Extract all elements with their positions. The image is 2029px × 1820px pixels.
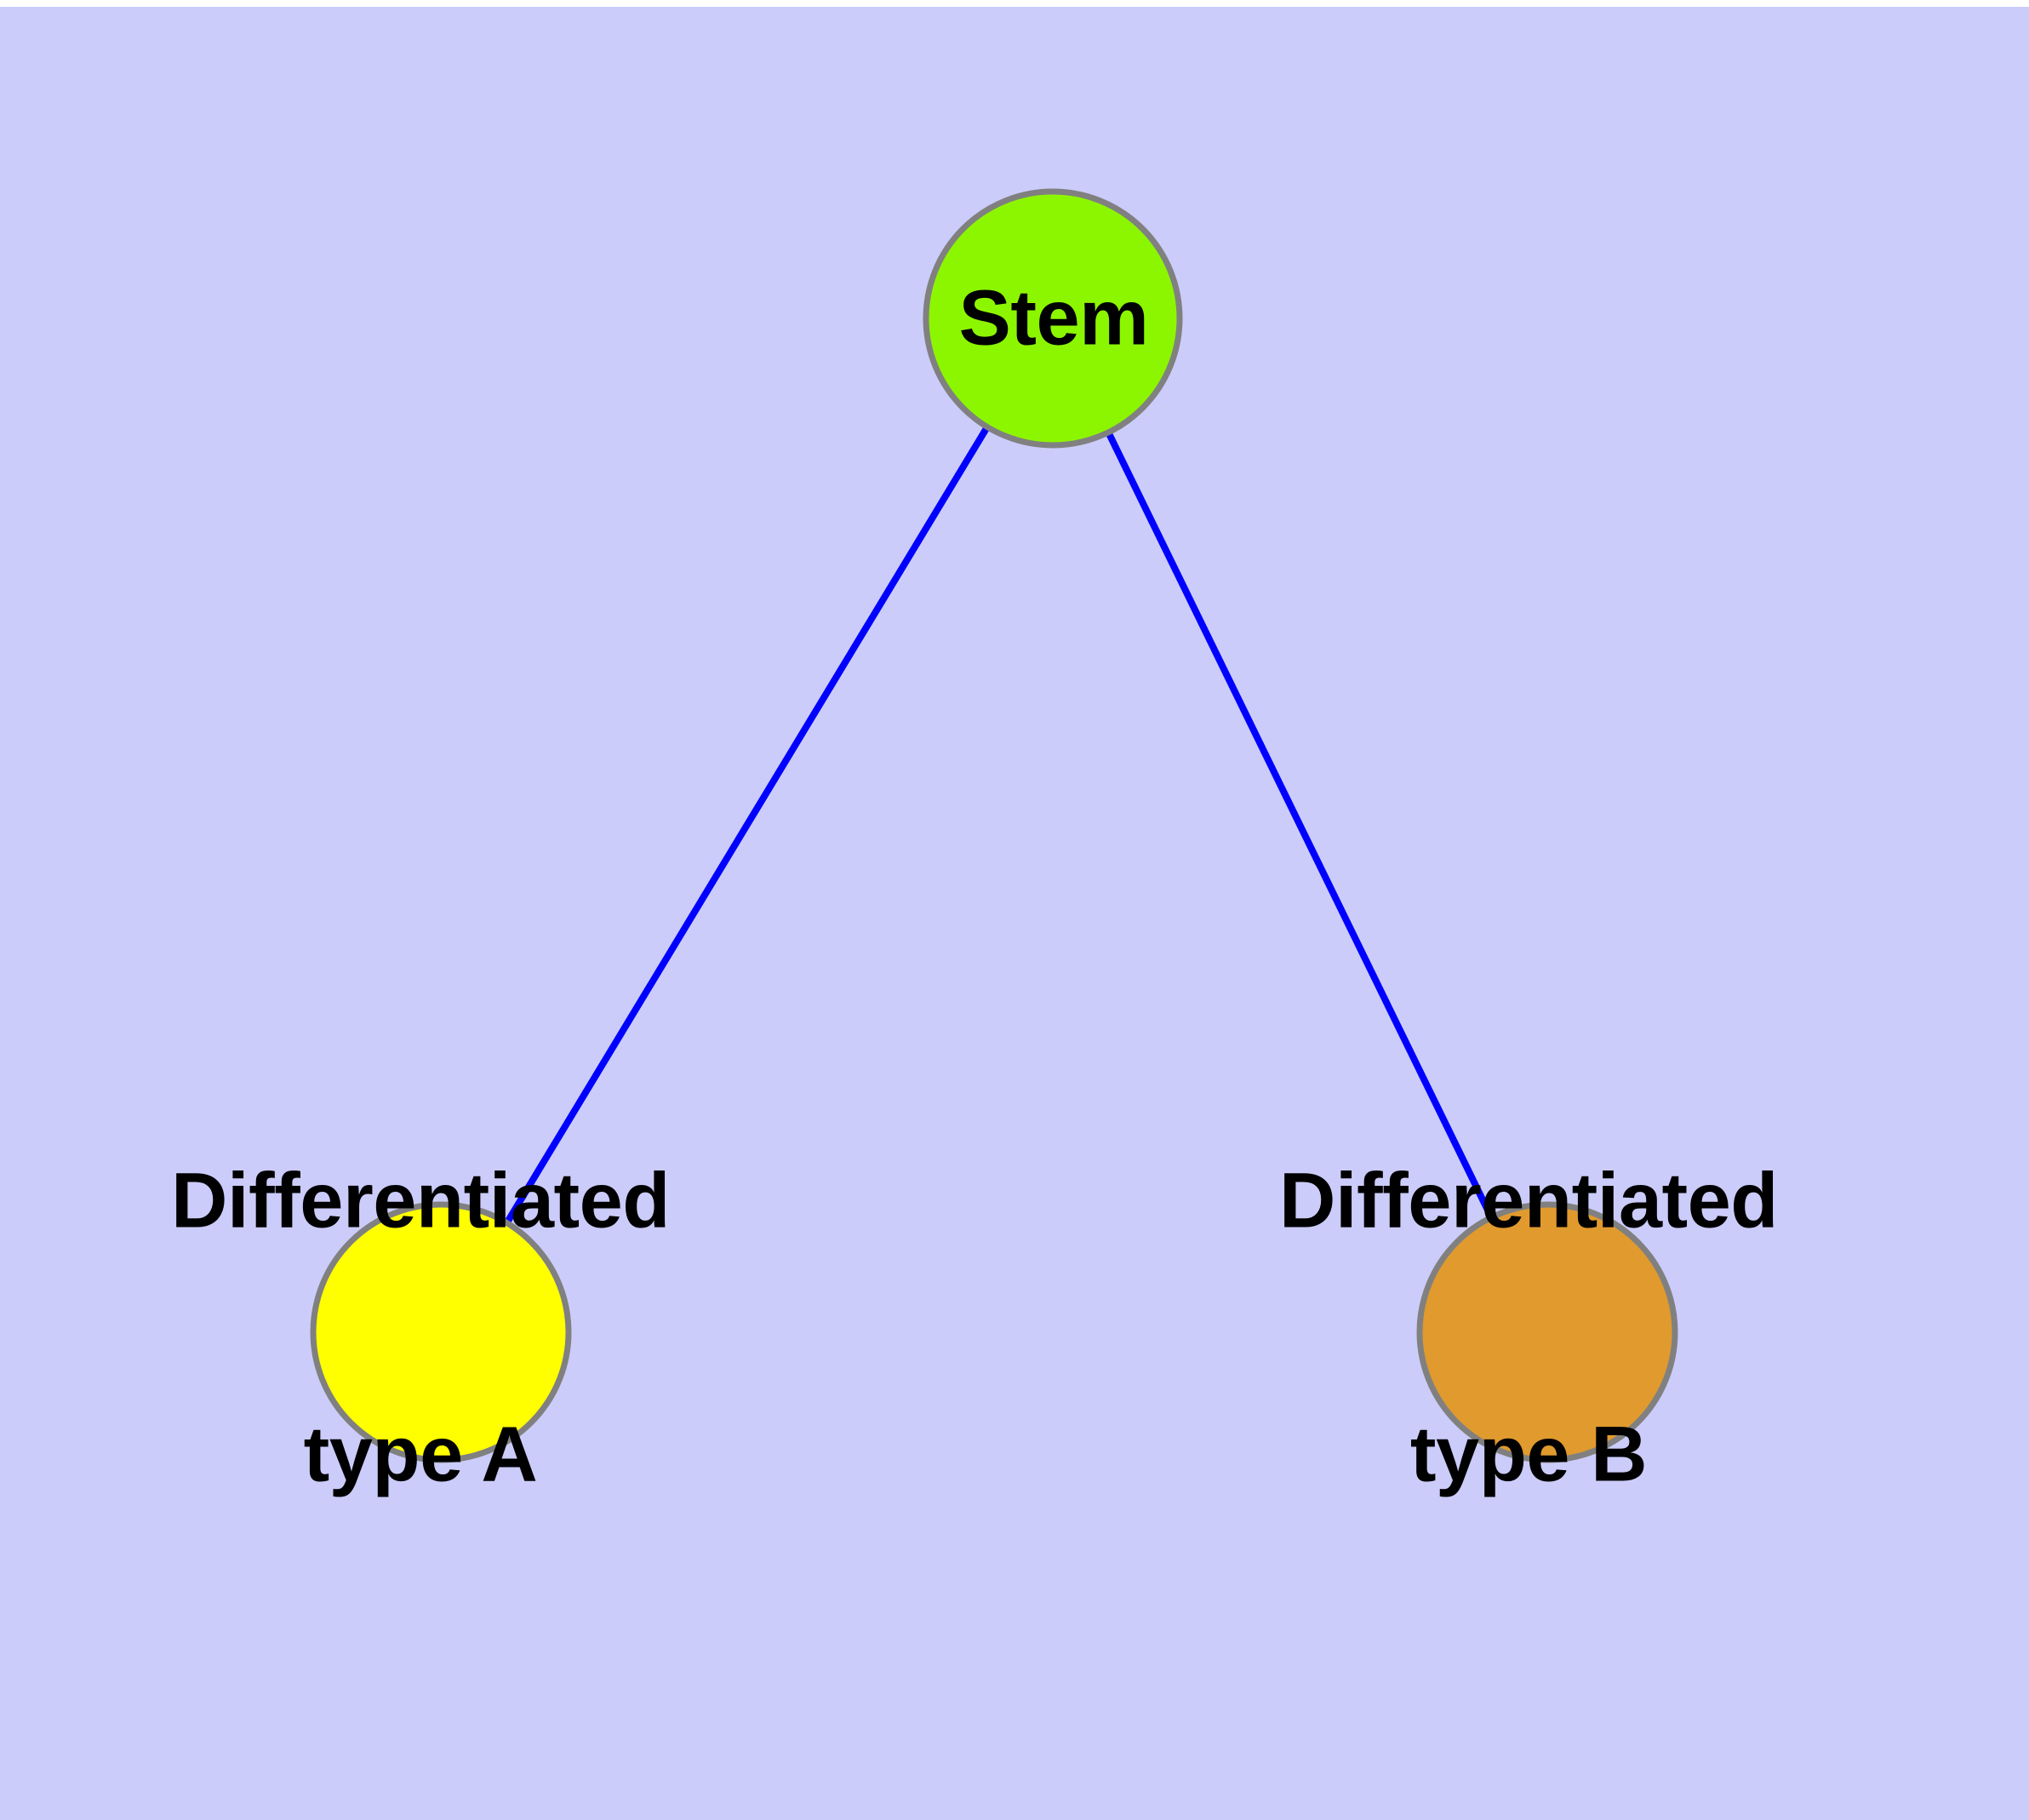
edge-layer	[505, 427, 1494, 1223]
node-stem[interactable]	[923, 188, 1183, 449]
graph-svg	[310, 188, 1678, 1463]
node-layer	[310, 188, 1678, 1463]
edge-stem-to-type-b	[1106, 432, 1494, 1217]
diagram-plot-area: Stem Differentiated type A Differentiate…	[0, 7, 2029, 1820]
edge-stem-to-type-a	[505, 427, 989, 1223]
node-differentiated-type-a[interactable]	[310, 1201, 572, 1463]
node-differentiated-type-b[interactable]	[1416, 1201, 1678, 1463]
